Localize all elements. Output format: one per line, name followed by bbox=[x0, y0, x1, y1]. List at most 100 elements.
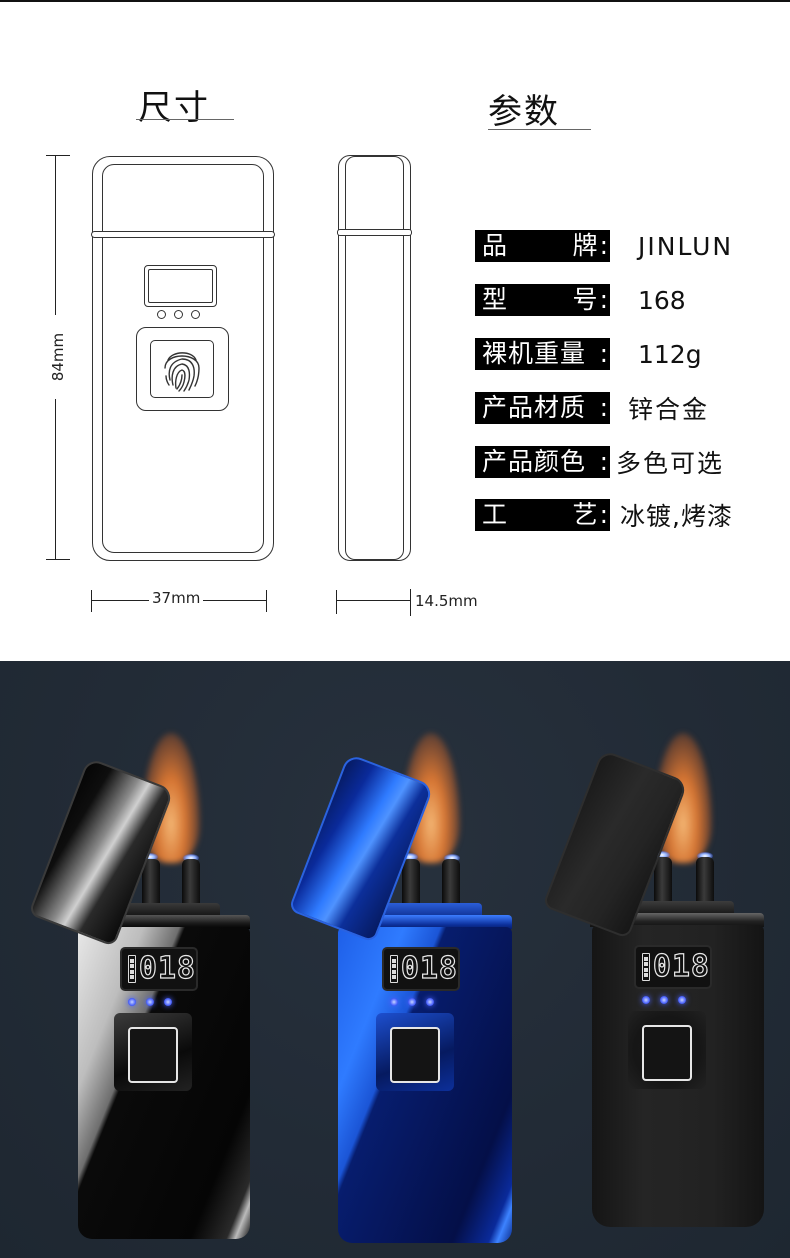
electrode-left bbox=[402, 859, 420, 907]
indicator-leds bbox=[642, 996, 686, 1004]
display-digits: 018 bbox=[652, 949, 710, 984]
led-dot bbox=[128, 998, 136, 1006]
led-dot bbox=[164, 998, 172, 1006]
spec-key-model-char-1: 型 bbox=[482, 285, 508, 314]
height-dim-label: 84mm bbox=[49, 327, 67, 387]
spec-key-material: 产品材质: bbox=[475, 392, 610, 424]
led-dot bbox=[678, 996, 686, 1004]
params-heading: 参数 bbox=[488, 92, 560, 132]
indicator-leds bbox=[390, 998, 434, 1006]
spec-key-color: 产品颜色: bbox=[475, 446, 610, 478]
fingerprint-sensor-bezel[interactable] bbox=[628, 1011, 706, 1089]
spec-section: 尺寸 参数 84mm bbox=[0, 0, 790, 616]
spec-key-craft: 工 艺: bbox=[475, 499, 610, 531]
spec-key-model-char-2: 号 bbox=[572, 285, 598, 314]
fingerprint-sensor-bezel[interactable] bbox=[376, 1013, 454, 1091]
lighter-ice-blue: 018 bbox=[262, 661, 532, 1258]
depth-dim-line bbox=[336, 600, 410, 601]
display-digits: 018 bbox=[138, 951, 196, 986]
height-dim-line-bottom bbox=[55, 399, 56, 559]
arc-glow-right bbox=[183, 854, 199, 862]
params-heading-underline bbox=[488, 129, 591, 130]
display-outline-inner bbox=[148, 269, 213, 303]
lighter-body: 018 bbox=[592, 925, 764, 1227]
fingerprint-sensor-bezel[interactable] bbox=[114, 1013, 192, 1091]
spec-value-color: 多色可选 bbox=[616, 449, 725, 478]
arc-glow-left bbox=[142, 853, 158, 861]
spec-key-brand-char-2: 牌 bbox=[572, 231, 598, 260]
spec-row-material: 产品材质: 锌合金 bbox=[475, 392, 709, 424]
battery-icon bbox=[128, 955, 136, 983]
led-dot bbox=[660, 996, 668, 1004]
spec-key-craft-char-2: 艺 bbox=[572, 500, 598, 529]
fingerprint-sensor[interactable] bbox=[128, 1027, 178, 1083]
product-photo: 018 018 bbox=[0, 661, 790, 1258]
width-dim-right-tick bbox=[266, 590, 267, 612]
spec-row-model: 型 号: 168 bbox=[475, 284, 686, 316]
spec-value-material: 锌合金 bbox=[628, 395, 710, 424]
spec-key-weight-text: 裸机重量 bbox=[482, 339, 587, 368]
spec-key-colon: : bbox=[599, 285, 608, 314]
led-display: 018 bbox=[120, 947, 198, 991]
spec-key-craft-char-1: 工 bbox=[482, 500, 508, 529]
indicator-circle-1 bbox=[157, 310, 166, 319]
display-digits: 018 bbox=[400, 951, 458, 986]
spec-row-color: 产品颜色: 多色可选 bbox=[475, 446, 724, 478]
electrode-left bbox=[142, 859, 160, 907]
spec-key-brand: 品 牌: bbox=[475, 230, 610, 262]
height-dim-bottom-tick bbox=[46, 559, 70, 560]
spec-value-craft: 冰镀,烤漆 bbox=[620, 502, 733, 531]
battery-icon bbox=[390, 955, 398, 983]
spec-key-colon: : bbox=[599, 231, 608, 260]
display-outline-outer bbox=[144, 265, 217, 307]
depth-dim-left-tick bbox=[336, 590, 337, 614]
arc-glow-right bbox=[697, 852, 713, 860]
front-outer-outline bbox=[92, 156, 274, 561]
width-dim-label: 37mm bbox=[149, 590, 204, 606]
front-lid-seam bbox=[91, 231, 275, 238]
lighter-matte-black: 018 bbox=[520, 661, 790, 1258]
battery-icon bbox=[642, 953, 650, 981]
led-display: 018 bbox=[382, 947, 460, 991]
spec-value-weight: 112g bbox=[638, 339, 702, 369]
front-inner-outline bbox=[102, 164, 264, 553]
electrode-right bbox=[182, 859, 200, 907]
electrode-right bbox=[442, 859, 460, 907]
lighter-glossy-black: 018 bbox=[0, 661, 270, 1258]
size-heading-underline bbox=[136, 119, 234, 120]
side-lid-seam bbox=[337, 229, 412, 236]
fingerprint-sensor[interactable] bbox=[642, 1025, 692, 1081]
lighter-body: 018 bbox=[78, 927, 250, 1239]
width-dim-left-tick bbox=[91, 590, 92, 612]
spec-key-color-text: 产品颜色 bbox=[482, 447, 587, 476]
spec-key-colon: : bbox=[599, 500, 608, 529]
spec-row-craft: 工 艺: 冰镀,烤漆 bbox=[475, 499, 733, 531]
spec-key-brand-char-1: 品 bbox=[482, 231, 508, 260]
spec-key-colon: : bbox=[599, 393, 608, 422]
spec-value-model: 168 bbox=[638, 285, 686, 315]
led-dot bbox=[390, 998, 398, 1006]
spec-key-material-text: 产品材质 bbox=[482, 393, 587, 422]
depth-dim-right-tick bbox=[410, 589, 411, 616]
spec-row-brand: 品 牌: JINLUN bbox=[475, 230, 733, 262]
spec-key-colon: : bbox=[599, 339, 608, 368]
led-dot bbox=[146, 998, 154, 1006]
spec-key-weight: 裸机重量: bbox=[475, 338, 610, 370]
side-inner-outline bbox=[345, 156, 404, 560]
led-dot bbox=[408, 998, 416, 1006]
arc-glow-left bbox=[402, 853, 418, 861]
led-dot bbox=[426, 998, 434, 1006]
size-heading: 尺寸 bbox=[138, 88, 210, 128]
arc-glow-right bbox=[444, 854, 460, 862]
led-display: 018 bbox=[634, 945, 712, 989]
fingerprint-sensor[interactable] bbox=[390, 1027, 440, 1083]
electrode-left bbox=[654, 857, 672, 905]
height-dim-line-top bbox=[55, 155, 56, 315]
fingerprint-bezel-outline bbox=[136, 327, 229, 411]
indicator-circle-3 bbox=[191, 310, 200, 319]
lighter-body: 018 bbox=[338, 927, 512, 1243]
spec-key-model: 型 号: bbox=[475, 284, 610, 316]
spec-key-colon: : bbox=[599, 447, 608, 476]
spec-value-brand: JINLUN bbox=[638, 231, 734, 261]
indicator-circle-2 bbox=[174, 310, 183, 319]
